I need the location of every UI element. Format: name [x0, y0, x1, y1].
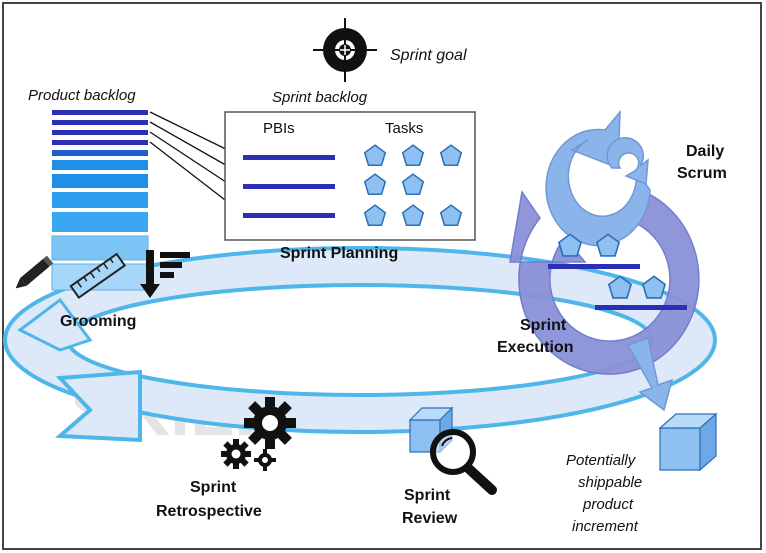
increment-label-line3: product — [582, 496, 634, 513]
pbis-label: PBIs — [263, 120, 295, 137]
sprint-goal-label: Sprint goal — [390, 47, 467, 64]
daily-scrum-label-line2: Scrum — [677, 165, 727, 182]
sprint-review-label-line2: Review — [402, 510, 458, 527]
product-backlog-label: Product backlog — [28, 87, 136, 104]
sprint-retrospective-label-line2: Retrospective — [156, 503, 262, 520]
ruler-icon — [69, 252, 127, 300]
tasks-label: Tasks — [385, 120, 423, 137]
magnifying-glass-icon — [430, 429, 497, 495]
execution-to-increment-arrow — [626, 337, 674, 412]
product-backlog-stack — [51, 110, 149, 291]
increment-label-line1: Potentially — [566, 452, 637, 469]
backlog-to-pbi-arrows — [149, 111, 241, 212]
sprint-execution-label-line2: Execution — [497, 339, 573, 356]
sort-descending-icon — [140, 250, 190, 298]
pencil-icon — [15, 255, 54, 289]
daily-scrum-arrow — [545, 109, 651, 247]
grooming-label: Grooming — [60, 313, 136, 330]
sprint-execution-label-line1: Sprint — [520, 317, 567, 334]
sprint-planning-label: Sprint Planning — [280, 245, 398, 262]
target-icon — [313, 18, 377, 82]
cube-icon — [658, 412, 718, 472]
pbi-lines — [243, 155, 335, 218]
sprint-backlog-box — [224, 111, 476, 241]
sprint-backlog-label: Sprint backlog — [272, 89, 368, 106]
sprint-retrospective-label-line1: Sprint — [190, 479, 237, 496]
sprint-review-label-line1: Sprint — [404, 487, 451, 504]
execution-items — [548, 233, 687, 310]
sprint-execution-arrow — [509, 189, 700, 375]
gears-icon — [221, 397, 296, 471]
daily-scrum-label-line1: Daily — [686, 143, 724, 160]
increment-label-line4: increment — [572, 518, 639, 535]
increment-label-line2: shippable — [578, 474, 642, 491]
